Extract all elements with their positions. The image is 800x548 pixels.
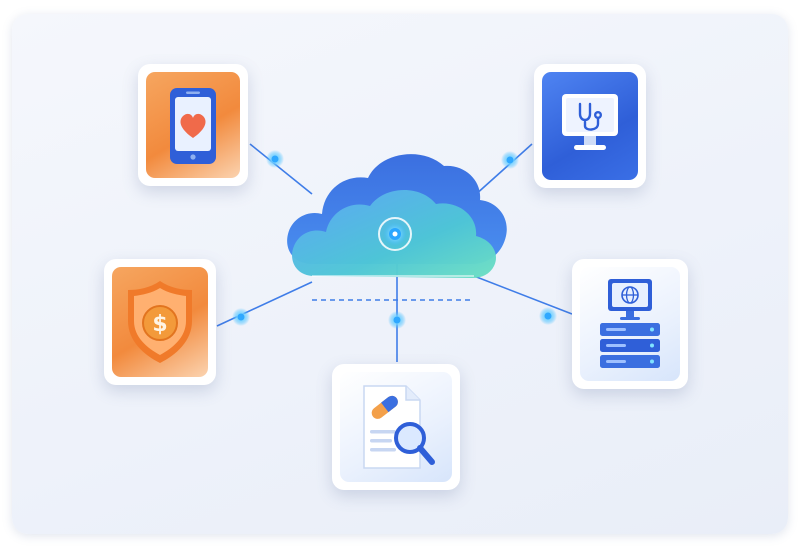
svg-text:$: $ xyxy=(152,312,167,337)
node-telemedicine[interactable] xyxy=(534,64,646,188)
dot-mobile xyxy=(266,150,284,168)
connector-dots xyxy=(232,150,557,329)
document-pill-magnifier-icon xyxy=(363,385,435,469)
node-mobile-health[interactable] xyxy=(138,64,248,186)
monitor-stethoscope-icon xyxy=(562,94,618,150)
shield-dollar-icon: $ xyxy=(128,281,192,363)
connector-insurance xyxy=(216,281,313,327)
connector-mobile xyxy=(249,143,313,195)
connector-layer xyxy=(216,143,573,362)
diagram-canvas: $ xyxy=(12,14,788,534)
node-insurance[interactable]: $ xyxy=(104,259,216,385)
dot-prescription xyxy=(388,311,406,329)
node-prescription-review[interactable] xyxy=(332,364,460,490)
dot-insurance xyxy=(232,308,250,326)
cloud-icon xyxy=(287,154,507,278)
dot-telemedicine xyxy=(501,151,519,169)
dot-server xyxy=(539,307,557,325)
smartphone-heart-icon xyxy=(170,88,216,164)
connector-telemedicine xyxy=(473,143,533,197)
node-web-server[interactable] xyxy=(572,259,688,389)
server-globe-icon xyxy=(600,279,660,368)
connector-server xyxy=(473,275,573,315)
